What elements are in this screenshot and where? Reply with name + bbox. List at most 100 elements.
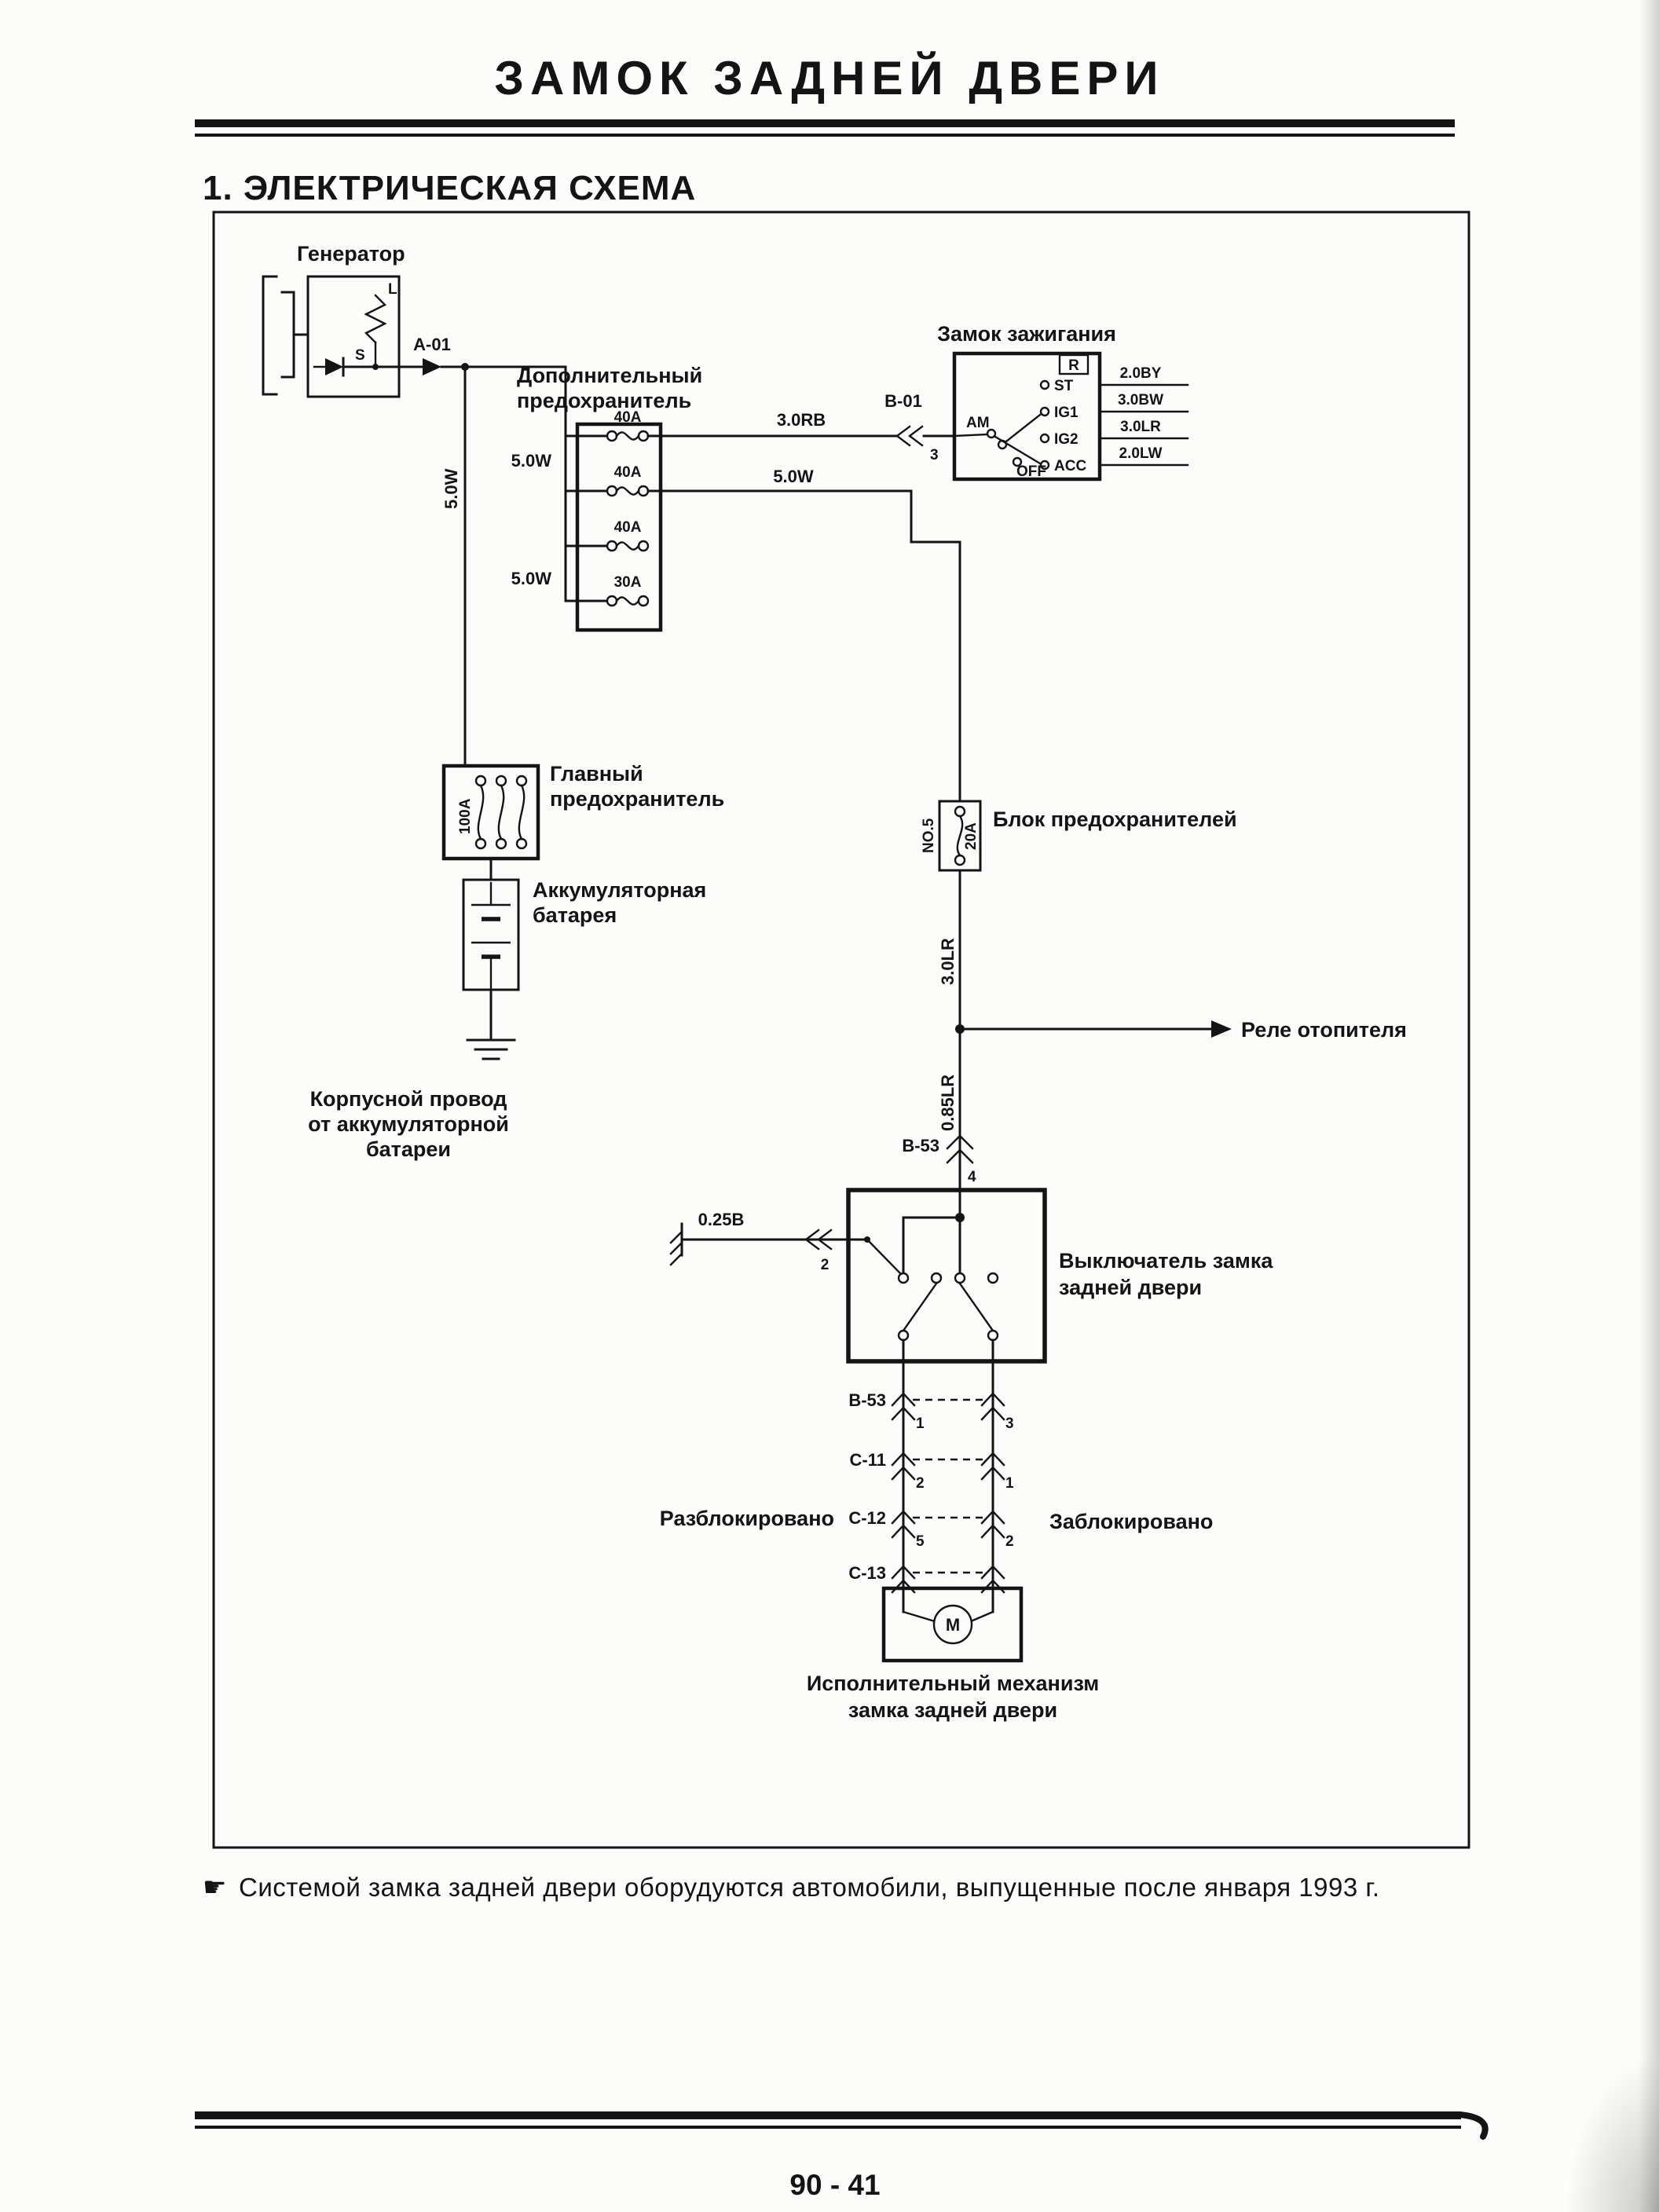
fuse-terminal <box>515 837 528 850</box>
fuse-terminal <box>606 430 618 442</box>
chevron-up-icon <box>891 1452 916 1467</box>
connector-row-label: C-11 <box>850 1450 886 1470</box>
generator-pulley-icon <box>280 291 295 379</box>
fuse-terminal <box>495 837 507 850</box>
ignition-box <box>952 351 1102 482</box>
ignition-feed-wiring: 3.0RB B-01 3 <box>646 391 956 463</box>
wire-label-2-0lw: 2.0LW <box>1119 445 1163 462</box>
main-fuse-label: предохранитель <box>550 787 724 811</box>
fuse-block-label: Блок предохранителей <box>993 808 1237 831</box>
fuse-terminal <box>495 775 507 787</box>
chassis-ground-symbol <box>669 1252 683 1266</box>
ignition-r-box <box>1058 353 1090 375</box>
connector-b53-chevron-icon <box>946 1134 974 1150</box>
scan-edge-shadow <box>1639 0 1659 2212</box>
fuse-element-icon <box>615 486 640 496</box>
terminal-s-label: S <box>355 347 365 364</box>
actuator-component: M Исполнительный механизм замка задней д… <box>807 1586 1099 1722</box>
switch-contact <box>954 1272 966 1284</box>
motor-letter: M <box>946 1615 960 1635</box>
switch-contact <box>897 1272 910 1284</box>
chevron-up-icon <box>891 1565 916 1580</box>
ignition-label: Замок зажигания <box>937 322 1116 346</box>
connector-row-b53: B-53 1 3 <box>848 1390 1013 1432</box>
state-locked-label: Заблокировано <box>1049 1510 1213 1533</box>
footer-rule-swoosh <box>1456 2111 1489 2140</box>
wire-label-5-0w: 5.0W <box>511 451 552 471</box>
state-unlocked-label: Разблокировано <box>660 1507 834 1530</box>
motor-symbol <box>932 1604 973 1645</box>
chevron-up-icon <box>980 1392 1005 1407</box>
chevron-up-icon <box>891 1524 916 1539</box>
connector-a01-arrow-icon <box>423 358 441 375</box>
fuse-rating: 40A <box>614 519 642 536</box>
chevron-up-icon <box>980 1565 1005 1580</box>
actuator-wiring: B-53 1 3 C-11 2 1 C-12 5 <box>660 1360 1213 1594</box>
fuse-element-icon <box>497 784 505 840</box>
connector-pin: 3 <box>1005 1415 1014 1432</box>
connector-b01-chevron-icon <box>895 425 911 447</box>
ignition-contact <box>1039 460 1050 471</box>
footer-rule-thick <box>195 2111 1461 2119</box>
connector-b53-pin: 4 <box>968 1169 976 1185</box>
connector-pin: 2 <box>916 1475 925 1492</box>
ignition-am-label: AM <box>966 415 990 431</box>
chevron-up-icon <box>980 1406 1005 1421</box>
fuse-block-no: NO.5 <box>921 818 937 853</box>
switch-arm <box>958 1282 994 1332</box>
chevron-up-icon <box>891 1466 916 1481</box>
fuse-block-wiring: 5.0W NO.5 20A Блок предохранителей 3.0LR… <box>646 467 1407 1219</box>
fuse-terminal <box>637 485 650 497</box>
switch-contact <box>897 1329 910 1342</box>
ignition-contact <box>1012 456 1023 467</box>
wire-label-0-25b: 0.25B <box>698 1210 745 1229</box>
fuse-element-icon <box>956 815 964 857</box>
chevron-up-icon <box>891 1392 916 1407</box>
scan-corner-shadow <box>1565 2055 1659 2212</box>
fuse-rating: 30A <box>614 574 642 591</box>
ignition-contact <box>986 428 997 439</box>
ignition-position-ig1: IG1 <box>1054 405 1079 421</box>
fuse-block-rating: 20A <box>963 822 980 850</box>
footnote-marker-icon: ☛ <box>203 1873 226 1903</box>
fuse-terminal <box>637 595 650 607</box>
connector-row-c12: C-12 5 2 <box>848 1508 1013 1550</box>
generator-pulley-icon <box>262 275 278 396</box>
wire-label-3-0lr: 3.0LR <box>938 938 958 985</box>
page-number: 90 - 41 <box>789 2169 880 2201</box>
ignition-position-st: ST <box>1054 378 1074 394</box>
fuse-terminal <box>954 805 966 818</box>
connector-b53-chevron-icon <box>946 1148 974 1164</box>
ignition-position-ig2: IG2 <box>1054 431 1079 448</box>
ground-connector-chevron-icon <box>804 1229 820 1251</box>
ignition-contact <box>1039 433 1050 444</box>
wire-label-5-0w: 5.0W <box>441 468 461 509</box>
body-wire-label: от аккумуляторной <box>308 1112 509 1136</box>
header-rule-thick <box>195 119 1455 127</box>
connector-b53-label: B-53 <box>902 1136 939 1155</box>
chevron-up-icon <box>980 1510 1005 1525</box>
additional-fuse-block: Дополнительный предохранитель 40A 40A 40… <box>517 364 702 632</box>
arrow-right-icon <box>1211 1020 1232 1038</box>
fuse-rating: 40A <box>614 464 642 481</box>
battery-label: Аккумуляторная <box>533 878 706 902</box>
ignition-position-acc: ACC <box>1054 458 1086 474</box>
additional-fuse-label: предохранитель <box>517 389 691 412</box>
section-heading: 1. ЭЛЕКТРИЧЕСКАЯ СХЕМА <box>203 169 696 207</box>
actuator-label: замка задней двери <box>848 1698 1057 1722</box>
chevron-up-icon <box>980 1524 1005 1539</box>
body-wire-label: батареи <box>366 1137 451 1161</box>
connector-pin: 2 <box>1005 1533 1014 1550</box>
connector-b01-label: B-01 <box>884 391 922 411</box>
heater-relay-label: Реле отопителя <box>1241 1018 1407 1042</box>
switch-contact <box>987 1272 999 1284</box>
connector-pin: 1 <box>916 1415 925 1432</box>
chassis-ground-symbol <box>669 1230 683 1244</box>
ignition-rotor-arm <box>1005 413 1042 443</box>
fuse-terminal <box>606 595 618 607</box>
fuse-terminal <box>637 540 650 552</box>
wire-label-5-0w: 5.0W <box>511 569 552 588</box>
fuse-terminal <box>606 540 618 552</box>
